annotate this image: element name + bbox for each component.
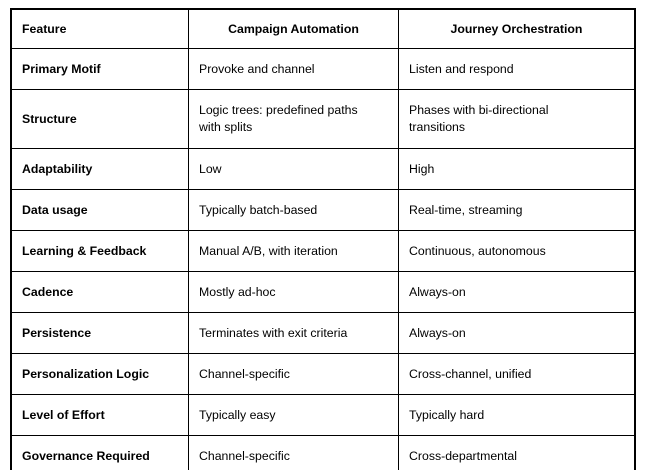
cell-campaign-automation: Channel-specific <box>188 435 399 470</box>
table-row: Data usage Typically batch-based Real-ti… <box>11 189 635 231</box>
table-row: Primary Motif Provoke and channel Listen… <box>11 48 635 90</box>
cell-journey-orchestration: Cross-channel, unified <box>398 353 635 395</box>
table-row: Structure Logic trees: predefined paths … <box>11 89 635 149</box>
cell-journey-orchestration: Always-on <box>398 312 635 354</box>
row-label-adaptability: Adaptability <box>11 148 189 190</box>
row-label-data-usage: Data usage <box>11 189 189 231</box>
column-header-campaign-automation: Campaign Automation <box>188 9 399 49</box>
cell-campaign-automation: Provoke and channel <box>188 48 399 90</box>
row-label-personalization-logic: Personalization Logic <box>11 353 189 395</box>
cell-journey-orchestration: Typically hard <box>398 394 635 436</box>
table-row: Personalization Logic Channel-specific C… <box>11 353 635 395</box>
cell-campaign-automation: Channel-specific <box>188 353 399 395</box>
table-row: Level of Effort Typically easy Typically… <box>11 394 635 436</box>
row-label-primary-motif: Primary Motif <box>11 48 189 90</box>
table-header-row: Feature Campaign Automation Journey Orch… <box>11 9 635 49</box>
cell-campaign-automation: Low <box>188 148 399 190</box>
cell-line: Phases with bi-directional <box>409 103 549 117</box>
row-label-cadence: Cadence <box>11 271 189 313</box>
cell-journey-orchestration: Real-time, streaming <box>398 189 635 231</box>
row-label-level-of-effort: Level of Effort <box>11 394 189 436</box>
row-label-governance-required: Governance Required <box>11 435 189 470</box>
cell-campaign-automation: Logic trees: predefined paths with split… <box>188 89 399 149</box>
table-row: Adaptability Low High <box>11 148 635 190</box>
table-row: Learning & Feedback Manual A/B, with ite… <box>11 230 635 272</box>
table-row: Governance Required Channel-specific Cro… <box>11 435 635 470</box>
row-label-persistence: Persistence <box>11 312 189 354</box>
cell-campaign-automation: Typically easy <box>188 394 399 436</box>
cell-line: with splits <box>199 120 253 134</box>
table-row: Persistence Terminates with exit criteri… <box>11 312 635 354</box>
cell-campaign-automation: Typically batch-based <box>188 189 399 231</box>
comparison-table: Feature Campaign Automation Journey Orch… <box>10 8 636 470</box>
cell-journey-orchestration: Cross-departmental <box>398 435 635 470</box>
cell-line: transitions <box>409 120 466 134</box>
cell-journey-orchestration: Always-on <box>398 271 635 313</box>
cell-campaign-automation: Manual A/B, with iteration <box>188 230 399 272</box>
cell-campaign-automation: Terminates with exit criteria <box>188 312 399 354</box>
row-label-structure: Structure <box>11 89 189 149</box>
cell-journey-orchestration: Listen and respond <box>398 48 635 90</box>
column-header-feature: Feature <box>11 9 189 49</box>
cell-campaign-automation: Mostly ad-hoc <box>188 271 399 313</box>
cell-line: Logic trees: predefined paths <box>199 103 358 117</box>
cell-journey-orchestration: Phases with bi-directional transitions <box>398 89 635 149</box>
cell-journey-orchestration: Continuous, autonomous <box>398 230 635 272</box>
column-header-journey-orchestration: Journey Orchestration <box>398 9 635 49</box>
row-label-learning-feedback: Learning & Feedback <box>11 230 189 272</box>
table-row: Cadence Mostly ad-hoc Always-on <box>11 271 635 313</box>
cell-journey-orchestration: High <box>398 148 635 190</box>
